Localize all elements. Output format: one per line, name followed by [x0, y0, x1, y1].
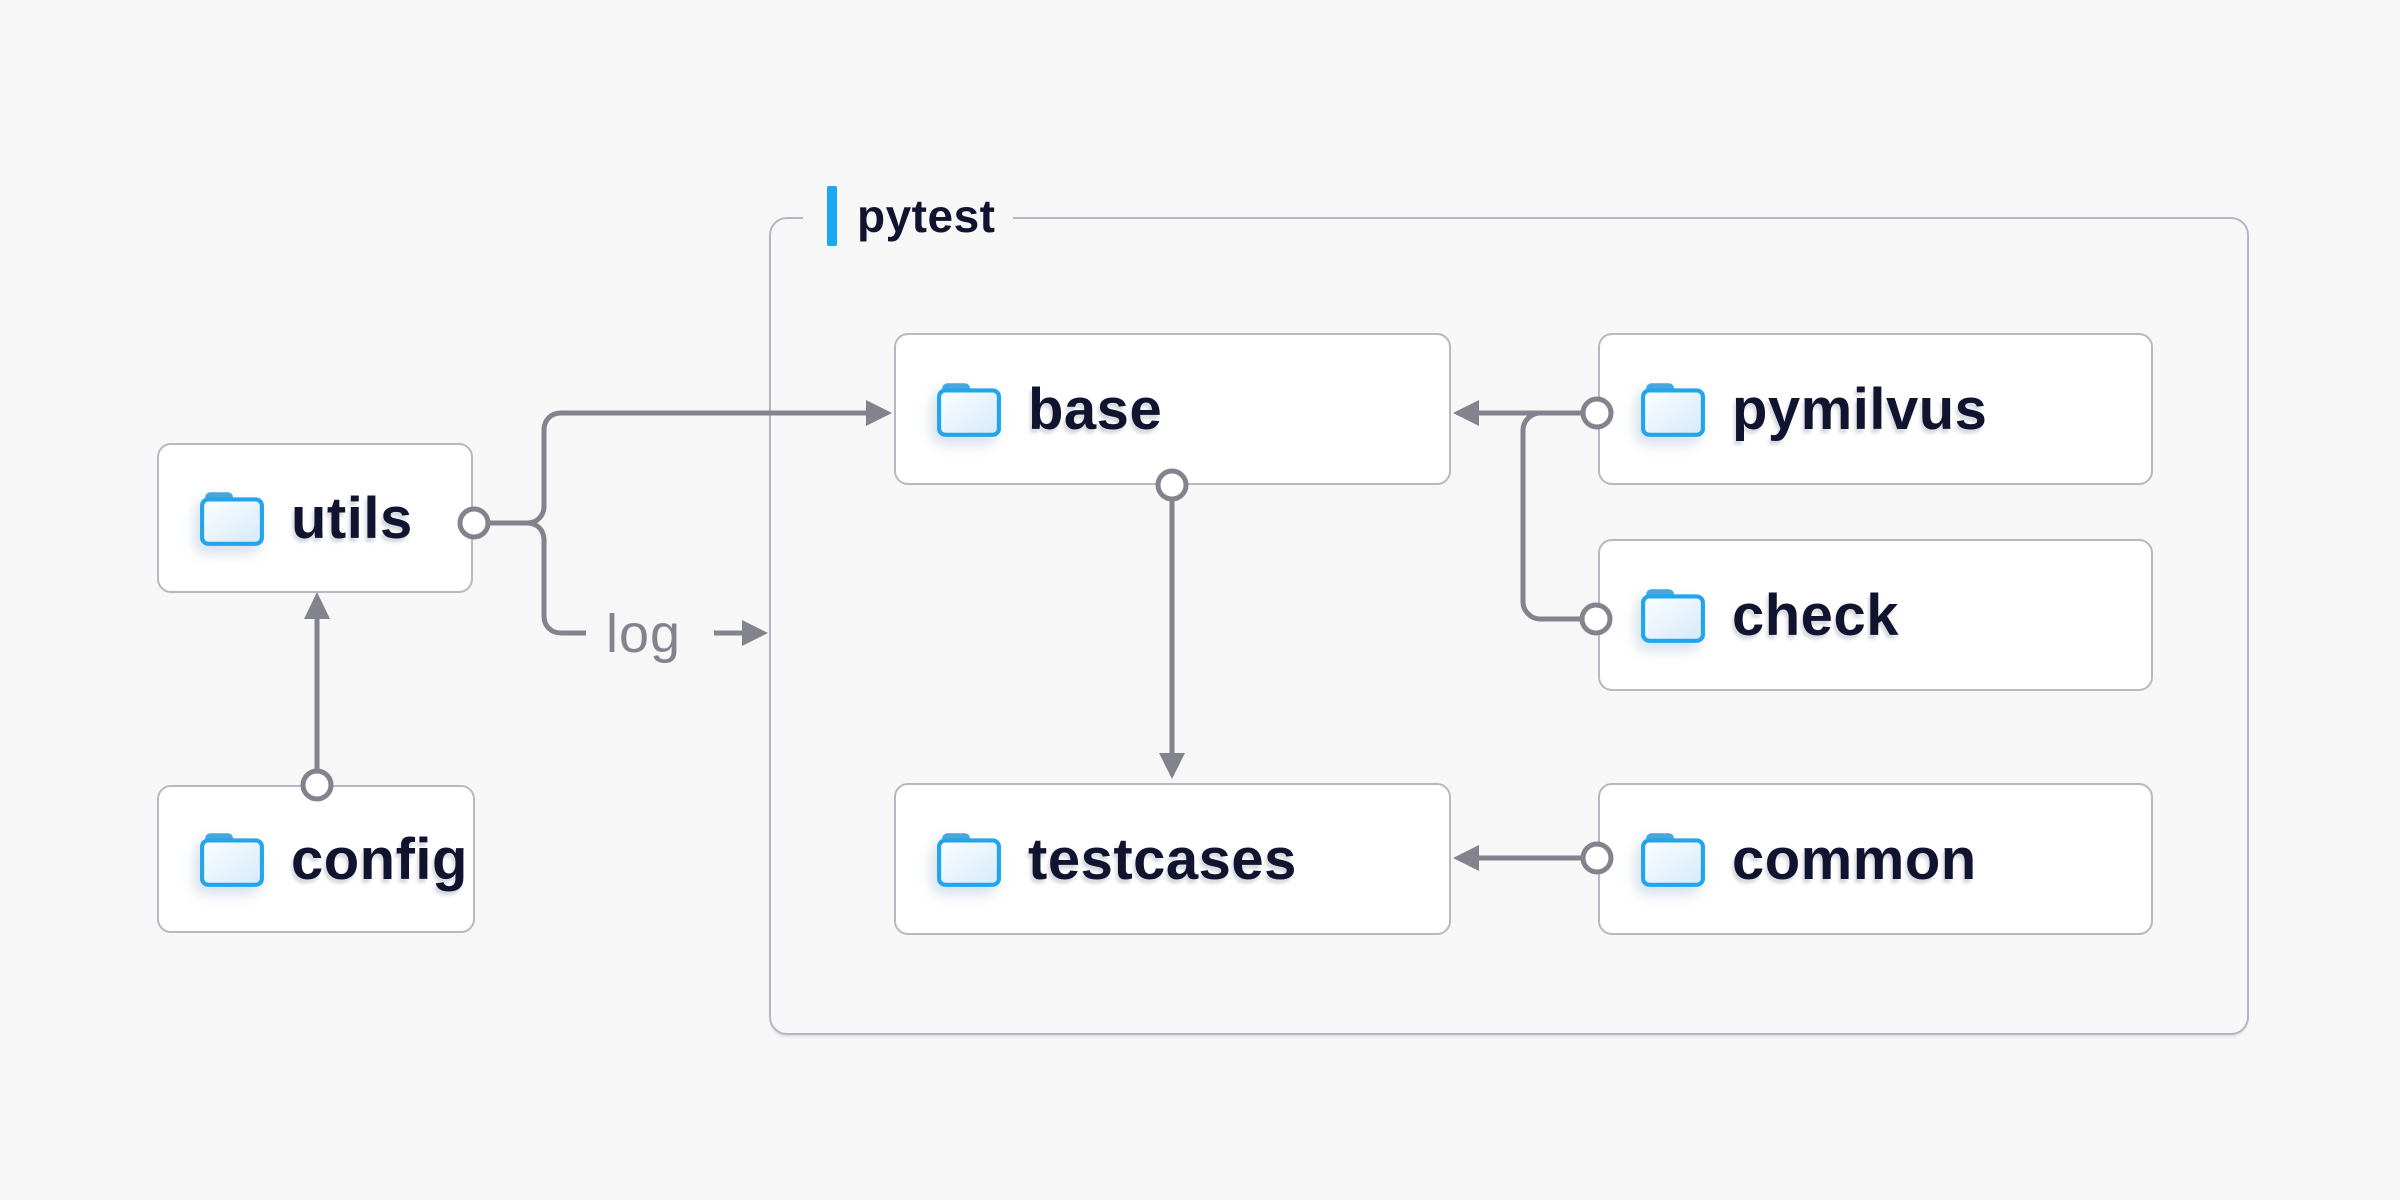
- node-utils: utils: [157, 443, 473, 593]
- pytest-label: pytest: [803, 184, 1014, 248]
- folder-icon: [1641, 383, 1705, 437]
- pytest-label-text: pytest: [857, 190, 996, 242]
- node-common-label: common: [1732, 826, 1977, 892]
- folder-icon: [200, 492, 264, 546]
- folder-icon: [937, 383, 1001, 437]
- node-base: base: [894, 333, 1451, 485]
- node-pymilvus-label: pymilvus: [1732, 376, 1988, 442]
- folder-icon: [200, 833, 264, 887]
- node-config-label: config: [291, 826, 468, 892]
- node-testcases: testcases: [894, 783, 1451, 935]
- pytest-container: [769, 217, 2249, 1035]
- folder-icon: [1641, 589, 1705, 643]
- node-common: common: [1598, 783, 2153, 935]
- edge-label-log: log: [606, 604, 682, 664]
- folder-icon: [937, 833, 1001, 887]
- node-check-label: check: [1732, 582, 1899, 648]
- folder-icon: [1641, 833, 1705, 887]
- node-base-label: base: [1028, 376, 1163, 442]
- node-utils-label: utils: [291, 485, 413, 551]
- edge-config-to-utils: [300, 592, 334, 802]
- node-config: config: [157, 785, 475, 933]
- node-check: check: [1598, 539, 2153, 691]
- node-testcases-label: testcases: [1028, 826, 1297, 892]
- accent-bar-icon: [827, 186, 837, 246]
- node-pymilvus: pymilvus: [1598, 333, 2153, 485]
